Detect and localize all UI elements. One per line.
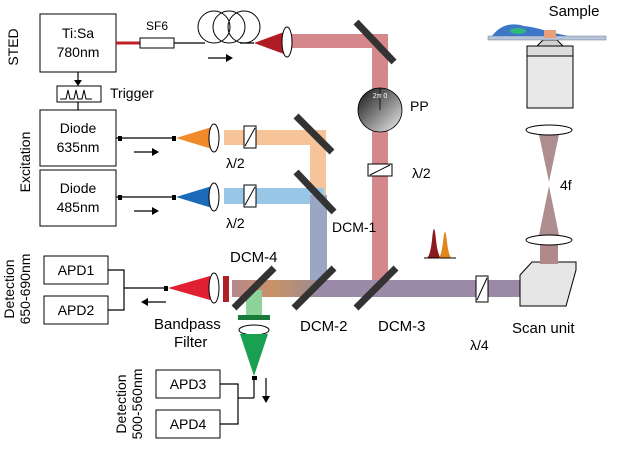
red-detect-cone xyxy=(168,276,210,300)
red-collimation-lens xyxy=(208,123,220,153)
dcm-3-label: DCM-3 xyxy=(378,318,426,335)
scan-unit-label: Scan unit xyxy=(512,320,575,337)
green-detect-cone xyxy=(240,334,268,376)
diode-485-connector-a xyxy=(118,195,122,200)
dcm-2-mirror xyxy=(291,265,337,311)
apd1-apd2-fiber xyxy=(108,269,125,311)
quarter-wave-plate-axis xyxy=(476,277,488,301)
scan-unit xyxy=(519,261,577,307)
red-direction-arrow xyxy=(134,148,159,156)
relay-4f-label: 4f xyxy=(560,177,572,193)
diode-485-wavelength: 485nm xyxy=(57,199,100,215)
apd3-box xyxy=(155,369,221,399)
quarter-wave-label: λ/4 xyxy=(470,337,489,353)
trigger-label: Trigger xyxy=(110,85,154,101)
diode-635-box xyxy=(39,109,117,167)
apd4-box xyxy=(155,409,221,439)
red-detection-connector xyxy=(164,286,168,291)
sted-beam-horizontal xyxy=(286,34,388,48)
green-detection-beam xyxy=(246,290,262,320)
sample-cell-icon xyxy=(492,24,568,36)
apd3-apd4-fiber xyxy=(220,383,239,425)
trigger-arrowhead xyxy=(74,80,82,86)
dcm-1-label: DCM-1 xyxy=(332,219,377,235)
red-laser-cone xyxy=(176,127,212,149)
tisa-wavelength: 780nm xyxy=(57,44,100,60)
sted-direction-arrow xyxy=(208,54,233,62)
diode-485-box xyxy=(39,169,117,227)
diode-635-connector-a xyxy=(118,136,122,141)
sted-collimation-lens xyxy=(281,26,293,58)
trigger-pulses-icon xyxy=(60,89,92,100)
phase-plate-phase-label: 2π 0 xyxy=(373,93,388,100)
apd1-label: APD1 xyxy=(58,262,95,278)
green-focusing-lens xyxy=(238,324,270,336)
spectrum-icon xyxy=(424,229,456,259)
sted-group-label: STED xyxy=(5,28,21,65)
red-excitation-beam-vertical xyxy=(310,130,326,202)
excitation-group-label: Excitation xyxy=(17,132,33,193)
bandpass-label-line1: Bandpass xyxy=(154,316,221,333)
sample-focus-spot xyxy=(544,30,556,38)
detection-green-label-line1: Detection xyxy=(113,374,129,433)
sted-fold-mirror xyxy=(353,19,397,65)
green-detect-direction-arrow xyxy=(262,378,270,403)
relay-lens-upper xyxy=(525,124,573,136)
dcm-2-label: DCM-2 xyxy=(300,318,348,335)
red-focusing-lens xyxy=(208,272,220,304)
fiber-coil xyxy=(197,10,261,44)
relay-beam-lower xyxy=(538,186,560,240)
half-wave-label-red: λ/2 xyxy=(226,155,245,171)
phase-plate-label: PP xyxy=(410,98,429,114)
blue-collimation-lens xyxy=(208,182,220,212)
sf6-label: SF6 xyxy=(146,19,168,33)
diode-635-wavelength: 635nm xyxy=(57,139,100,155)
sted-laser-cone xyxy=(254,32,284,54)
half-wave-plate-blue-axis xyxy=(244,186,256,206)
apd2-box xyxy=(43,295,109,325)
sample-label: Sample xyxy=(549,3,600,20)
diode-485-connector-b xyxy=(172,195,176,200)
red-bandpass-filter xyxy=(223,276,229,302)
tisa-laser-box xyxy=(39,13,117,73)
sted-beam-vertical xyxy=(372,40,388,286)
dcm-4-mirror xyxy=(231,265,277,311)
blue-laser-cone xyxy=(176,186,212,208)
apd2-label: APD2 xyxy=(58,302,95,318)
objective-lens xyxy=(526,39,574,109)
detection-red-label-line2: 650-690nm xyxy=(17,254,33,325)
sf6-glass-rod xyxy=(139,37,175,49)
dcm-3-mirror xyxy=(353,265,399,311)
half-wave-label-blue: λ/2 xyxy=(226,215,245,231)
dcm-1-mirror xyxy=(293,169,337,215)
dcm-4-label: DCM-4 xyxy=(230,249,278,266)
tisa-label: Ti:Sa xyxy=(62,25,94,41)
half-wave-plate-sted-axis xyxy=(369,164,391,176)
detection-red-label-line1: Detection xyxy=(1,259,17,318)
blue-direction-arrow xyxy=(134,207,159,215)
green-bandpass-filter xyxy=(238,315,270,320)
diode-635-label: Diode xyxy=(60,120,97,136)
diode-485-label: Diode xyxy=(60,180,97,196)
diode-635-connector-b xyxy=(172,136,176,141)
relay-beam-bottom xyxy=(540,240,558,264)
relay-beam-upper xyxy=(538,130,560,182)
detection-green-label-line2: 500-560nm xyxy=(129,369,145,440)
red-detect-direction-arrow xyxy=(141,298,166,306)
relay-lens-lower xyxy=(525,234,573,246)
half-wave-plate-red-axis xyxy=(244,127,256,147)
red-fold-mirror xyxy=(293,113,335,155)
combined-excitation-beam xyxy=(310,195,327,287)
apd3-label: APD3 xyxy=(170,376,207,392)
trigger-box xyxy=(56,85,102,103)
half-wave-label-sted: λ/2 xyxy=(412,165,431,181)
sample-nucleus xyxy=(510,28,526,34)
bandpass-label-line2: Filter xyxy=(174,334,207,351)
apd4-label: APD4 xyxy=(170,416,207,432)
green-detection-connector xyxy=(252,376,257,380)
